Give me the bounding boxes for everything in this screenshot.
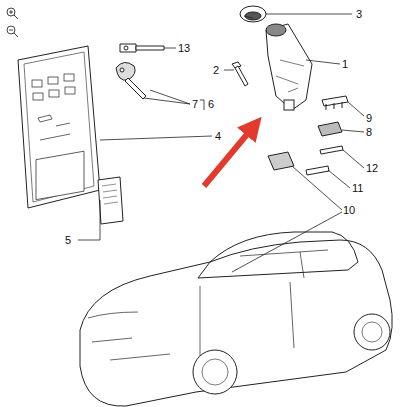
leader-lines bbox=[78, 14, 364, 272]
callout-number: 13 bbox=[177, 42, 191, 54]
callout-number: 10 bbox=[342, 204, 356, 216]
callout-number: 12 bbox=[365, 162, 379, 174]
callout-number: 3 bbox=[355, 8, 363, 20]
callout-number: 4 bbox=[214, 130, 222, 142]
callout-number: 7 bbox=[191, 98, 199, 110]
callout-number: 9 bbox=[365, 112, 373, 124]
callout-number: 8 bbox=[365, 126, 373, 138]
callout-number: 6 bbox=[207, 98, 215, 110]
callout-number: 1 bbox=[341, 58, 349, 70]
callout-number: 5 bbox=[64, 234, 72, 246]
callout-number: 11 bbox=[351, 182, 364, 194]
zoom-icons bbox=[7, 8, 18, 37]
pointer-arrow bbox=[204, 126, 254, 186]
callout-number: 2 bbox=[212, 64, 220, 76]
parts bbox=[18, 6, 392, 406]
